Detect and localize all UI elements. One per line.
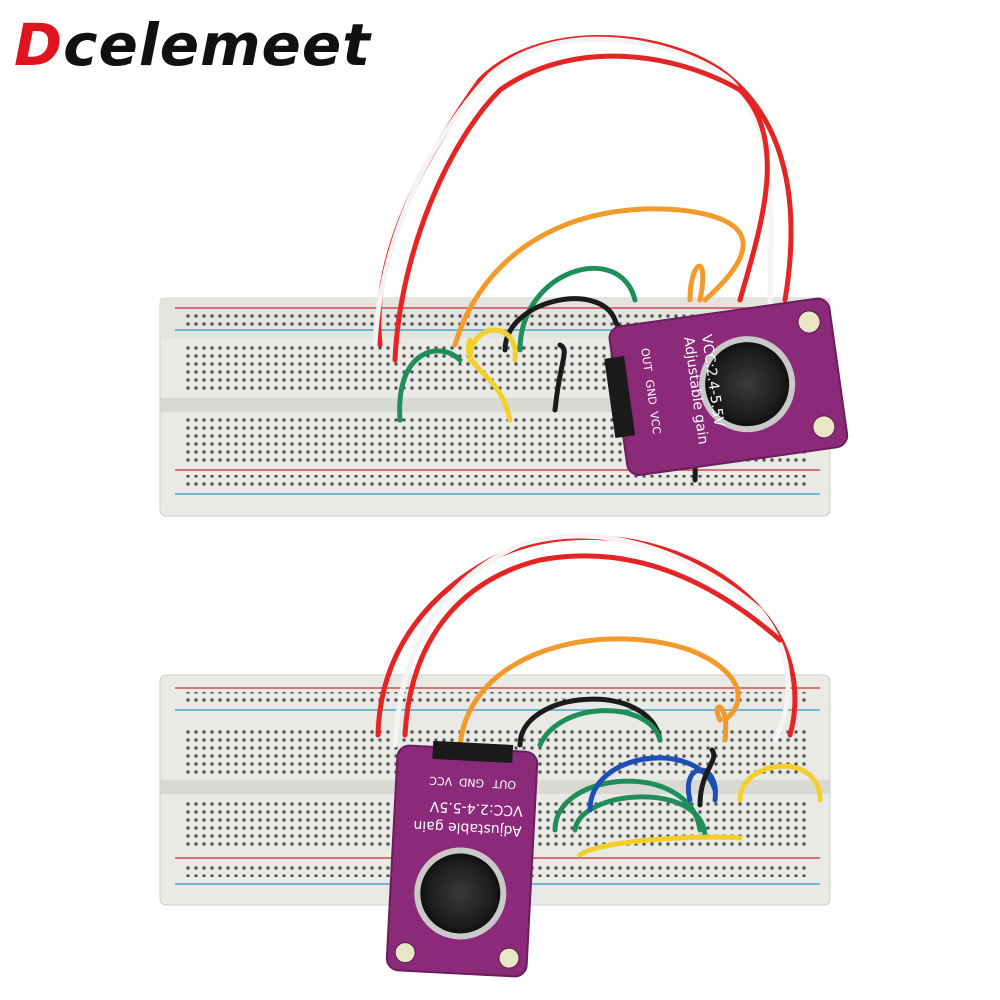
pin-header	[432, 740, 514, 764]
microphone-capsule	[705, 342, 790, 427]
pin-label-gnd: GND	[643, 379, 659, 406]
pin-label-out: OUT	[638, 347, 654, 372]
wires	[375, 533, 823, 858]
brand-logo: Dcelemeet	[14, 10, 371, 80]
scene-1: VCC:2.4-5.5V Adjustable gain OUT GND VCC	[159, 35, 849, 517]
module-gain-label: Adjustable gain	[413, 817, 522, 839]
breadboard	[159, 674, 831, 906]
mic-module: VCC:2.4-5.5V Adjustable gain OUT GND VCC	[604, 297, 849, 476]
pin-header	[604, 356, 636, 439]
pin-label-out: OUT	[492, 777, 516, 791]
scene-2: OUT GND VCC Adjustable gain VCC:2.4-5.5V	[159, 533, 831, 978]
brand-logo-rest: celemeet	[63, 11, 371, 79]
mic-module: OUT GND VCC Adjustable gain VCC:2.4-5.5V	[385, 740, 539, 978]
pin-label-vcc: VCC	[429, 774, 453, 788]
brand-logo-first-letter: D	[14, 11, 64, 79]
microphone-capsule	[420, 853, 501, 934]
pin-label-vcc: VCC	[647, 411, 663, 436]
module-voltage-label: VCC:2.4-5.5V	[429, 798, 523, 819]
pin-label-gnd: GND	[459, 775, 485, 789]
